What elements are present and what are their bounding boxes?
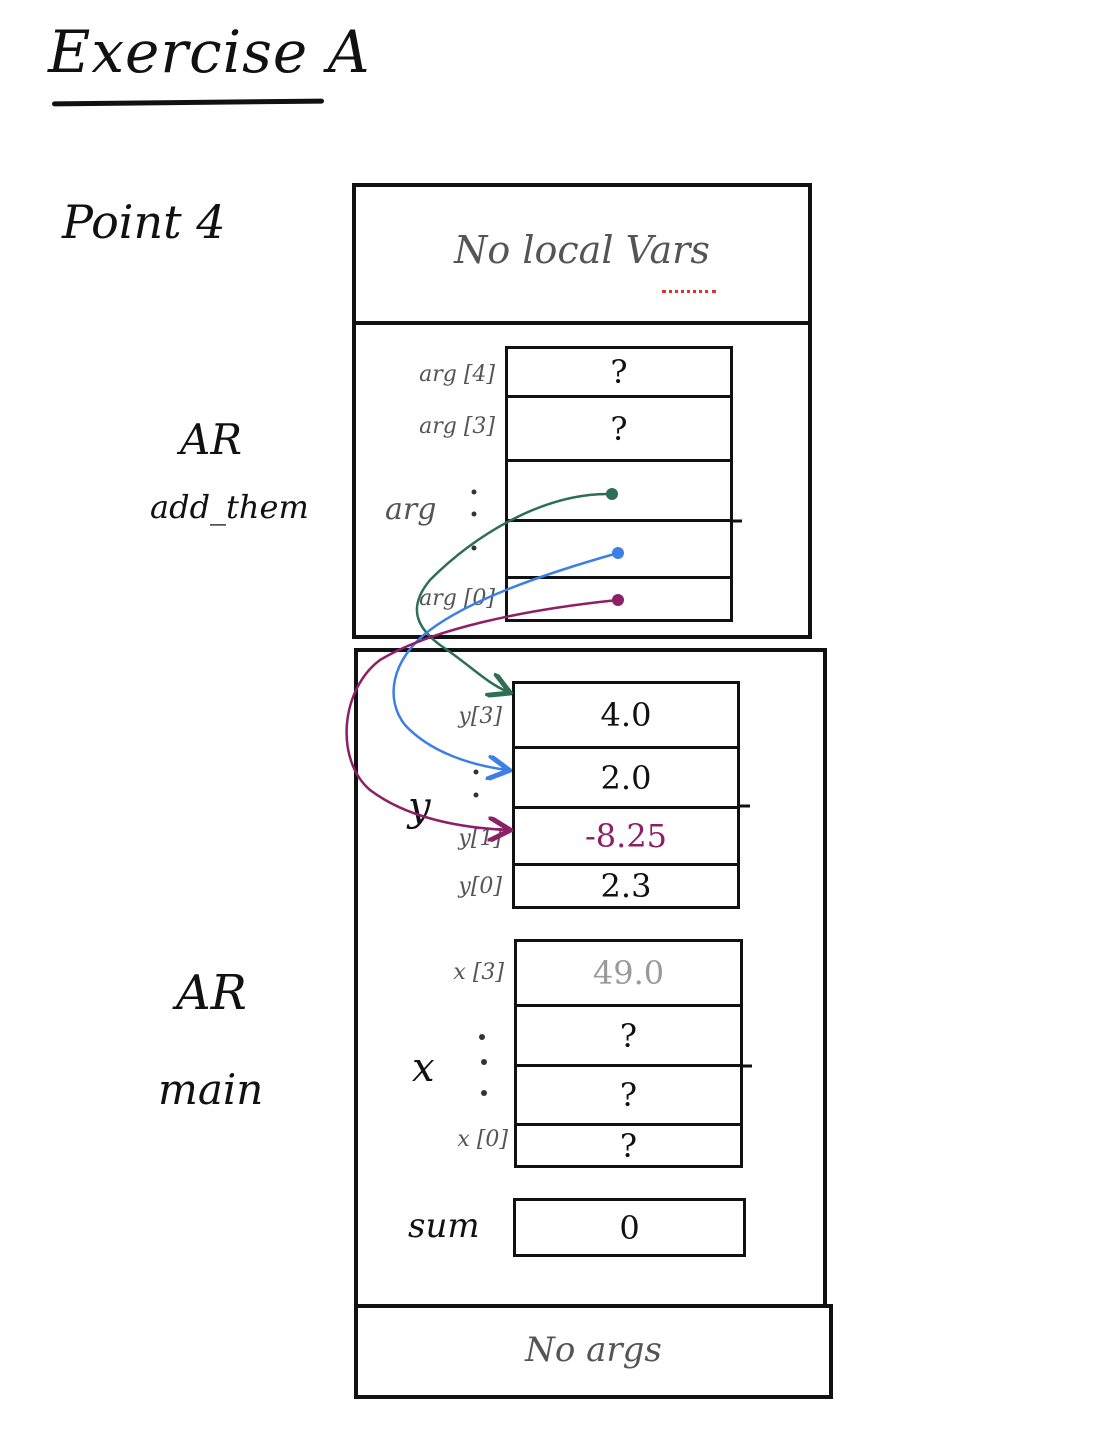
- arg-ellipsis-dot: [471, 545, 477, 551]
- y-0-cell: 2.3: [512, 863, 740, 909]
- arg-ellipsis-dot: [471, 489, 477, 495]
- x-0-cell: ?: [514, 1123, 743, 1168]
- spellcheck-squiggle: [662, 290, 716, 293]
- arg-1-pointer-arrow: [392, 551, 619, 770]
- sum-cell: 0: [513, 1198, 746, 1257]
- arg-4-label: arg [4]: [419, 362, 495, 387]
- main-ar-label: AR: [176, 965, 247, 1021]
- x-group-label: x: [412, 1045, 435, 1091]
- y-ellipsis-dot: [473, 769, 479, 775]
- arg-3-label: arg [3]: [419, 414, 495, 439]
- x-3-label: x [3]: [453, 960, 504, 985]
- add-them-locals-text: No local Vars: [454, 228, 710, 272]
- arg-2-pointer-arrow: [415, 492, 613, 692]
- arg-0-cell: [505, 576, 733, 622]
- y-0-label: y[0]: [458, 874, 502, 899]
- arg-0-pointer-arrow: [345, 598, 619, 830]
- page-title: Exercise A: [48, 18, 371, 86]
- add-them-name-label: add_them: [150, 488, 309, 526]
- main-name-label: main: [158, 1065, 264, 1114]
- x-ellipsis-dot: [481, 1090, 487, 1096]
- x-ellipsis-dot: [479, 1034, 485, 1040]
- add-them-ar-label: AR: [180, 415, 242, 464]
- sum-label: sum: [408, 1206, 480, 1246]
- y-ellipsis-dot: [473, 792, 479, 798]
- arg-0-label: arg [0]: [419, 586, 495, 611]
- add-them-args-frame: [352, 321, 812, 639]
- point-label: Point 4: [62, 195, 226, 249]
- x-0-label: x [0]: [457, 1127, 508, 1152]
- main-args-frame: [354, 1304, 833, 1399]
- arg-ellipsis-dot: [471, 511, 477, 517]
- arg-group-label: arg: [385, 492, 437, 527]
- y-group-label: y: [408, 784, 431, 830]
- y-3-label: y[3]: [458, 704, 502, 729]
- x-ellipsis-dot: [481, 1059, 487, 1065]
- main-args-text: No args: [525, 1330, 662, 1370]
